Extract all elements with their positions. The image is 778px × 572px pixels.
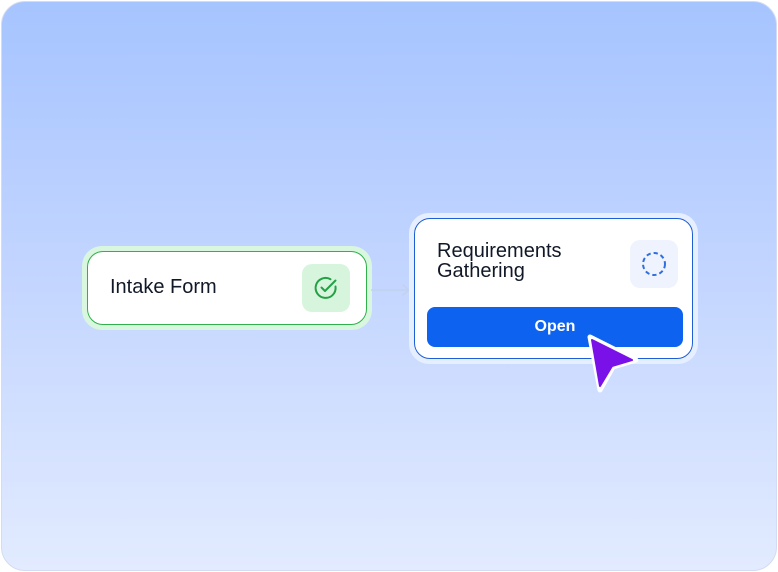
- arrow-right-icon: [371, 284, 410, 296]
- node-intake-form[interactable]: Intake Form: [82, 246, 372, 330]
- node-requirements-gathering[interactable]: Requirements Gathering Open: [409, 213, 698, 364]
- mouse-pointer-icon: [587, 334, 639, 393]
- node-card[interactable]: Intake Form: [87, 251, 367, 325]
- node-label: Intake Form: [110, 276, 217, 298]
- check-circle-icon: [314, 276, 337, 299]
- status-complete-badge: [302, 264, 350, 312]
- dashed-circle-icon: [642, 252, 666, 276]
- open-button[interactable]: Open: [427, 307, 683, 347]
- node-card[interactable]: Requirements Gathering Open: [414, 218, 693, 359]
- node-label: Requirements Gathering: [437, 240, 562, 282]
- status-pending-badge: [630, 240, 678, 288]
